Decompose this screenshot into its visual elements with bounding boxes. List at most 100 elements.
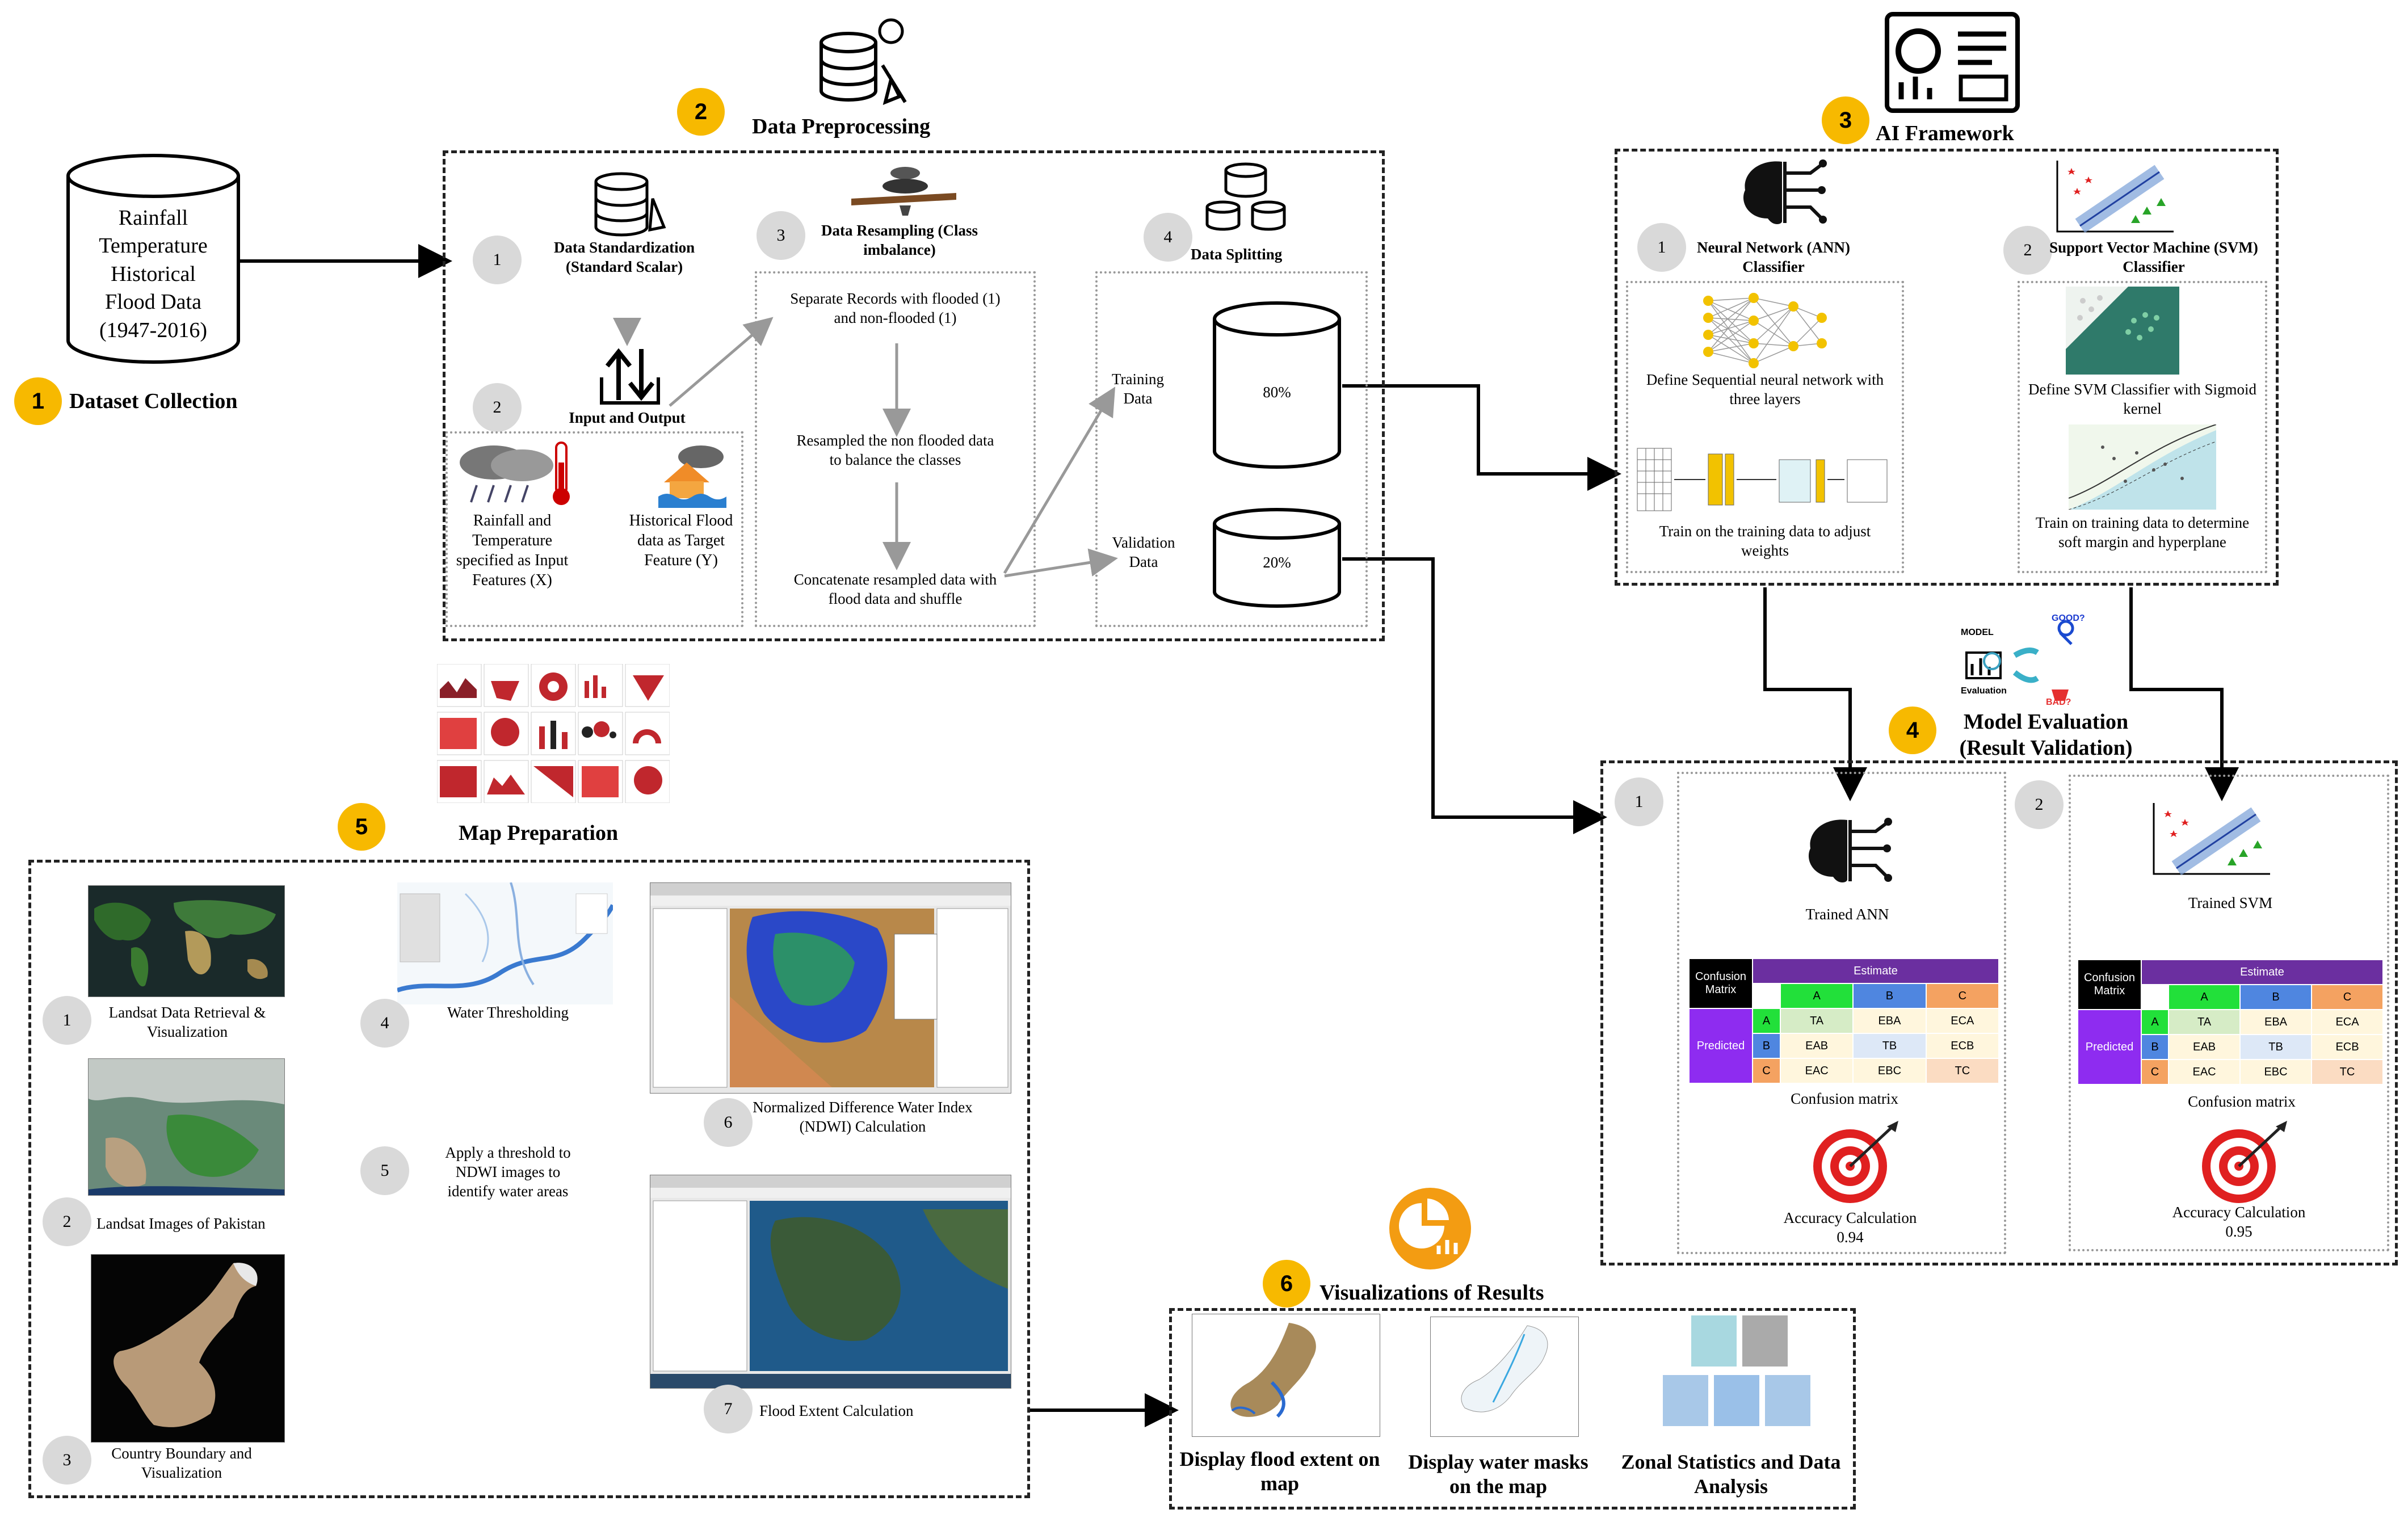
dashboard-icon — [1885, 12, 2020, 113]
cm-predicted-header: Predicted — [2077, 1009, 2142, 1085]
trained-ann-brain-icon — [1808, 818, 1892, 882]
map-title: Map Preparation — [459, 821, 619, 845]
icon-evaluation-label: Evaluation — [1961, 686, 2007, 696]
section-badge-6: 6 — [1263, 1260, 1310, 1307]
map-item-3-label: Country Boundary and Visualization — [111, 1445, 252, 1481]
svm-scatter-plot — [2066, 287, 2179, 375]
ann-accuracy-label: Accuracy Calculation 0.94 — [1737, 1209, 1964, 1247]
svm-accuracy-value: 0.95 — [2225, 1222, 2252, 1240]
resampling-step3: Concatenate resampled data with flood da… — [793, 571, 997, 607]
section-badge-3: 3 — [1822, 96, 1869, 144]
water-mask-map-thumbnail — [1430, 1317, 1579, 1437]
svm-label: Support Vector Machine (SVM) Classifier — [2049, 239, 2258, 275]
balance-stones-icon — [851, 167, 956, 216]
step-number: 5 — [360, 1146, 409, 1195]
section-badge-5: 5 — [338, 803, 385, 851]
trained-svm-label: Trained SVM — [2188, 894, 2273, 911]
ann-target-icon — [1813, 1121, 1898, 1203]
training-pipeline-diagram — [1637, 448, 1888, 511]
step-number: 2 — [473, 383, 522, 432]
resampling-label: Data Resampling (Class imbalance) — [821, 222, 978, 258]
flood-extent-screenshot — [650, 1175, 1011, 1389]
eval-ann-box — [1677, 772, 2006, 1254]
ai-box — [1615, 149, 2279, 586]
evaluation-title: Model Evaluation (Result Validation) — [1959, 710, 2133, 760]
ann-box — [1626, 281, 1904, 573]
brain-circuit-icon — [1743, 159, 1827, 224]
ann-step2: Train on the training data to adjust wei… — [1659, 523, 1871, 559]
arrow-svm-to-eval — [2129, 587, 2239, 801]
svm-hyperplane-icon — [2056, 161, 2174, 233]
flood-house-icon — [658, 445, 726, 508]
arrow-validation-to-eval — [1342, 557, 1607, 834]
resampling-box — [755, 271, 1036, 627]
step-number: 2 — [43, 1197, 91, 1246]
splitting-box — [1095, 271, 1368, 627]
validation-label: Validation Data — [1112, 534, 1175, 570]
step-number: 1 — [1637, 223, 1686, 272]
landsat-world-thumbnail — [88, 885, 285, 997]
step-number: 7 — [704, 1385, 753, 1433]
landsat-pakistan-thumbnail — [88, 1058, 285, 1196]
step-number: 4 — [360, 999, 409, 1048]
svm-accuracy-label: Accuracy Calculation 0.95 — [2125, 1203, 2352, 1242]
preprocessing-box — [443, 150, 1385, 641]
training-pct: 80% — [1263, 384, 1291, 401]
svm-step1: Define SVM Classifier with Sigmoid kerne… — [2028, 381, 2256, 417]
eval-svm-box — [2069, 775, 2389, 1251]
ai-title: AI Framework — [1876, 121, 2014, 145]
training-label: Training Data — [1111, 371, 1165, 407]
resampling-step1: Separate Records with flooded (1) and no… — [790, 290, 1001, 326]
map-box — [28, 860, 1030, 1498]
ann-confusion-matrix: Confusion Matrix Estimate A B C Predicte… — [1688, 958, 2000, 1084]
database-cleaning-icon — [820, 18, 907, 105]
chart-gallery-thumbnail — [437, 664, 670, 803]
map-item-6-label: Normalized Difference Water Index (NDWI)… — [753, 1099, 973, 1135]
viz-item-2-label: Display water masks on the map — [1408, 1450, 1588, 1498]
training-cylinder — [1213, 301, 1341, 469]
neural-network-diagram — [1703, 293, 1827, 368]
map-item-4-label: Water Thresholding — [447, 1004, 569, 1021]
cm-estimate-header: Estimate — [2141, 959, 2384, 985]
resampling-step2: Resampled the non flooded data to balanc… — [796, 432, 994, 468]
viz-item-3-label: Zonal Statistics and Data Analysis — [1621, 1450, 1841, 1498]
svm-box — [2018, 281, 2267, 573]
svm-step2: Train on training data to determine soft… — [2035, 514, 2250, 550]
svm-cm-caption: Confusion matrix — [2188, 1093, 2296, 1110]
database-cylinder — [66, 154, 240, 364]
icon-bad-label: BAD? — [2046, 697, 2071, 707]
zonal-statistics-thumbnail — [1663, 1315, 1810, 1426]
ndwi-software-screenshot — [650, 882, 1011, 1094]
step-number: 1 — [1615, 777, 1663, 826]
data-splitting-icon — [1205, 162, 1286, 231]
input-features-label: Rainfall and Temperature specified as In… — [456, 512, 569, 589]
step-number: 1 — [43, 996, 91, 1045]
cm-title: Confusion Matrix — [2077, 959, 2142, 1010]
analytics-icon — [1389, 1188, 1471, 1269]
cm-estimate-header: Estimate — [1752, 958, 1999, 984]
water-threshold-thumbnail — [397, 882, 613, 1004]
section-badge-1: 1 — [14, 377, 62, 425]
svm-soft-margin-plot — [2069, 424, 2216, 510]
step-number: 1 — [473, 236, 522, 284]
validation-cylinder — [1213, 508, 1341, 608]
io-box — [446, 431, 743, 627]
map-item-1-label: Landsat Data Retrieval & Visualization — [108, 1004, 266, 1040]
splitting-label: Data Splitting — [1191, 246, 1283, 263]
icon-good-label: GOOD? — [2052, 613, 2085, 623]
viz-item-1-label: Display flood extent on map — [1179, 1448, 1380, 1495]
ann-accuracy-value: 0.94 — [1837, 1228, 1864, 1246]
target-feature-label: Historical Flood data as Target Feature … — [629, 512, 733, 569]
viz-box — [1169, 1308, 1856, 1510]
ann-cm-caption: Confusion matrix — [1791, 1090, 1898, 1107]
map-item-7-label: Flood Extent Calculation — [759, 1402, 914, 1419]
trained-svm-icon — [2153, 803, 2270, 876]
icon-model-label: MODEL — [1961, 628, 1994, 637]
section-badge-4: 4 — [1889, 707, 1936, 754]
dataset-title: Dataset Collection — [69, 389, 238, 413]
step-number: 2 — [2003, 226, 2052, 275]
ann-label: Neural Network (ANN) Classifier — [1697, 239, 1850, 275]
step-number: 6 — [704, 1098, 753, 1147]
cm-predicted-header: Predicted — [1688, 1008, 1753, 1084]
